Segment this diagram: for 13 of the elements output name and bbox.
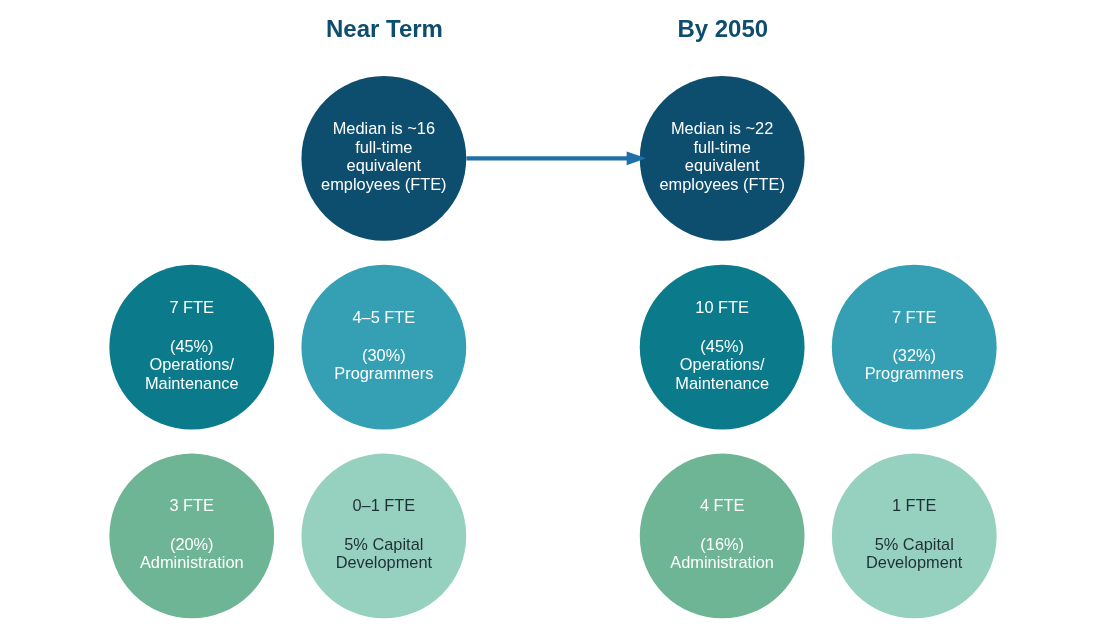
node-circle: 4–5 FTE (30%) Programmers bbox=[301, 264, 467, 430]
node-circle: 7 FTE (45%) Operations/ Maintenance bbox=[109, 264, 275, 430]
node-circle: 3 FTE (20%) Administration bbox=[109, 453, 275, 619]
node-circle: 1 FTE 5% Capital Development bbox=[831, 453, 997, 619]
node-circle: 7 FTE (32%) Programmers bbox=[831, 264, 997, 430]
node-circle: 10 FTE (45%) Operations/ Maintenance bbox=[639, 264, 805, 430]
node-circle: Median is ~16 full-time equivalent employees (FTE) bbox=[301, 75, 467, 241]
node-circle: Median is ~22 full-time equivalent employees (FTE) bbox=[639, 75, 805, 241]
node-circle: 4 FTE (16%) Administration bbox=[639, 453, 805, 619]
node-circle: 0–1 FTE 5% Capital Development bbox=[301, 453, 467, 619]
label: By 2050 bbox=[677, 15, 769, 43]
label: Near Term bbox=[326, 15, 443, 43]
arrow bbox=[466, 151, 647, 166]
